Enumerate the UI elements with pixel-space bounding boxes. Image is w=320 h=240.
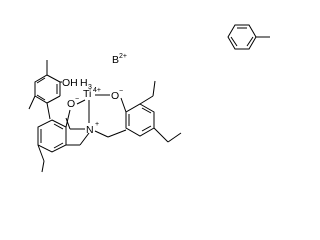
chemical-structure-diagram: B 2+ OH H 3 Ti 4+ O − O −: [28, 24, 270, 173]
upper-left-lower-methyl-bond: [28, 95, 36, 110]
lower-left-methyl-bond: [37, 144, 45, 162]
left-oxide: O −: [67, 96, 86, 110]
right-ring-top-methyl-bond: [139, 95, 154, 105]
upper-left-ring-outline: [34, 74, 61, 104]
nitrogen-arms: [65, 117, 127, 146]
lower-left-ring-double-1: [53, 123, 64, 130]
lower-left-methyl-end: [41, 160, 45, 173]
right-oxygen-label: O: [111, 90, 119, 102]
upper-left-ch2-bond: [46, 102, 51, 120]
toluene-ring: [227, 24, 257, 50]
boron-charge: 2+: [119, 53, 127, 60]
right-oxygen-charge: −: [119, 88, 123, 95]
h3-group: H 3: [80, 77, 92, 91]
lower-left-aryl-ring: [37, 109, 71, 173]
nitrogen-down-ch2-bond: [79, 132, 90, 146]
titanium-charge: 4+: [93, 87, 101, 94]
upper-left-ring-double-1: [36, 77, 46, 84]
right-ring-double-2: [141, 125, 152, 132]
boron-label: B: [112, 54, 119, 66]
right-ring-top-methyl-end: [152, 80, 156, 97]
right-oxide: O −: [95, 88, 123, 102]
toluene-molecule: [227, 24, 270, 50]
right-ring-side-methyl-bond: [153, 127, 169, 143]
left-oxygen-label: O: [67, 98, 75, 110]
right-ch2-ring-bond: [107, 129, 127, 138]
right-ring-outline: [125, 103, 155, 137]
nitrogen-right-ch2-bond: [94, 130, 109, 138]
lower-left-oxygen-bond: [65, 109, 71, 128]
nitrogen-label: N: [86, 124, 94, 136]
nitrogen-center: N +: [86, 121, 99, 136]
hydroxyl-label: OH: [62, 77, 78, 89]
toluene-double-bond-3: [230, 36, 238, 47]
titanium-center: Ti 4+: [83, 87, 101, 100]
boron-ion: B 2+: [112, 53, 127, 66]
right-aryl-ring: [120, 80, 182, 143]
right-ring-double-1: [141, 107, 152, 114]
lower-left-ring-outline: [37, 119, 67, 153]
left-ch2-ring-bond: [65, 117, 71, 130]
lower-left-ring-double-2: [53, 142, 64, 149]
ti-left-oxygen-bond: [76, 99, 86, 105]
right-ring-side-methyl-end: [167, 132, 182, 143]
h3-subscript: 3: [88, 84, 92, 91]
upper-left-ring-double-2: [36, 94, 46, 101]
upper-left-aryl-ring: [28, 60, 62, 120]
h3-label: H: [80, 77, 88, 89]
nitrogen-charge: +: [95, 121, 99, 128]
titanium-label: Ti: [83, 88, 91, 100]
right-ring-oxygen-bond: [120, 97, 127, 113]
toluene-double-bond-2: [246, 36, 254, 47]
left-oxygen-charge: −: [75, 96, 79, 103]
